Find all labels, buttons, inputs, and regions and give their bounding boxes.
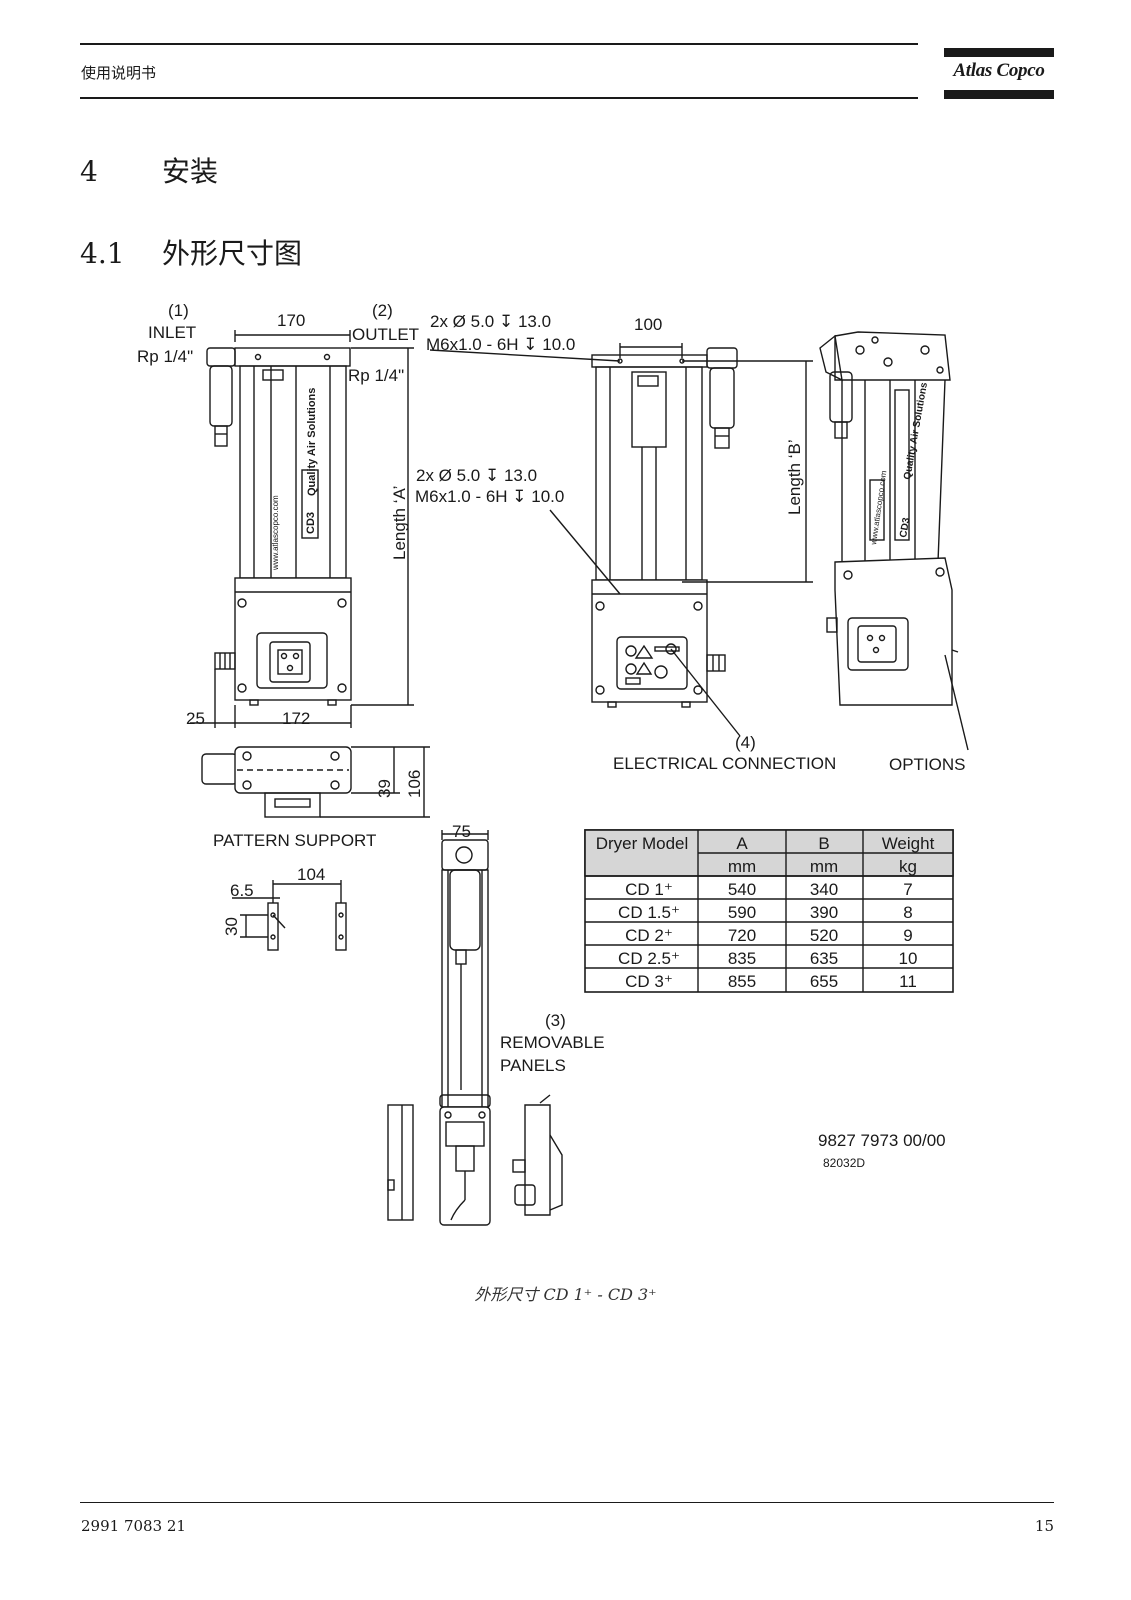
logo-text: Atlas Copco: [953, 60, 1045, 81]
table-cell: 635: [810, 949, 838, 968]
table-unit-b: mm: [810, 857, 838, 876]
header-rule-bottom: [80, 97, 918, 99]
table-header-b: B: [818, 834, 829, 853]
footer-doc-number: 2991 7083 21: [81, 1517, 186, 1535]
electrical-number: (4): [735, 733, 756, 752]
iso-lettering-1: Quality Air Solutions: [902, 381, 930, 480]
dim-75: 75: [452, 822, 471, 841]
table-unit-a: mm: [728, 857, 756, 876]
table-cell: 855: [728, 972, 756, 991]
table-row: CD 1⁺: [625, 880, 673, 899]
table-cell: 11: [899, 972, 917, 991]
outlet-label: OUTLET: [352, 325, 419, 344]
dim-25: 25: [186, 709, 205, 728]
subsection-number: 4.1: [80, 237, 125, 270]
section-heading: 4 安装: [80, 150, 218, 190]
length-a-label: Length ‘A’: [390, 486, 409, 560]
dimensions-table: Dryer Model A B Weight mm mm kg CD 1⁺ 54…: [584, 829, 954, 993]
pattern-support-label: PATTERN SUPPORT: [213, 831, 376, 850]
dim-104: 104: [297, 865, 325, 884]
table-cell: 390: [810, 903, 838, 922]
table-row: CD 2.5⁺: [618, 949, 680, 968]
table-cell: 10: [899, 949, 918, 968]
dim-172: 172: [282, 709, 310, 728]
table-header-model: Dryer Model: [596, 834, 689, 853]
unit-lettering-3: www.atlascopco.com: [271, 495, 280, 571]
iso-lettering-3: www.atlascopco.com: [869, 470, 888, 547]
hole-spec-top-2: M6x1.0 - 6H ↧ 10.0: [426, 335, 575, 354]
dim-39: 39: [375, 779, 394, 798]
atlas-copco-logo: Atlas Copco: [944, 48, 1054, 102]
inlet-number: (1): [168, 301, 189, 320]
section-title: 安装: [162, 155, 219, 188]
inlet-thread: Rp 1/4": [137, 347, 193, 366]
drawing-doc-number: 9827 7973 00/00: [818, 1131, 946, 1150]
table-unit-weight: kg: [899, 857, 917, 876]
table-row: CD 2⁺: [625, 926, 673, 945]
table-row: CD 3⁺: [625, 972, 673, 991]
footer-page-number: 15: [1034, 1517, 1054, 1535]
dim-170: 170: [277, 311, 305, 330]
table-cell: 340: [810, 880, 838, 899]
hole-spec-top-1: 2x Ø 5.0 ↧ 13.0: [430, 312, 551, 331]
table-cell: 7: [903, 880, 912, 899]
dimension-drawing: Quality Air Solutions CD3 www.atlascopco…: [137, 301, 969, 1226]
dim-6-5: 6.5: [230, 881, 254, 900]
table-cell: 655: [810, 972, 838, 991]
length-b-label: Length ‘B’: [785, 439, 804, 515]
dim-30: 30: [222, 917, 241, 936]
drawing-code: 82032D: [823, 1156, 865, 1170]
table-header-weight: Weight: [882, 834, 935, 853]
table-row: CD 1.5⁺: [618, 903, 680, 922]
table-cell: 720: [728, 926, 756, 945]
unit-lettering-1: Quality Air Solutions: [306, 388, 318, 496]
electrical-connection-label: ELECTRICAL CONNECTION: [613, 754, 836, 773]
removable-number: (3): [545, 1011, 566, 1030]
dim-100: 100: [634, 315, 662, 334]
table-cell: 8: [903, 903, 912, 922]
table-cell: 520: [810, 926, 838, 945]
section-number: 4: [80, 155, 98, 188]
iso-lettering-2: CD3: [898, 516, 912, 538]
table-cell: 590: [728, 903, 756, 922]
table-cell: 9: [903, 926, 912, 945]
subsection-title: 外形尺寸图: [162, 237, 303, 270]
unit-lettering-2: CD3: [305, 512, 317, 534]
removable-label-2: PANELS: [500, 1056, 566, 1075]
removable-label-1: REMOVABLE: [500, 1033, 605, 1052]
table-header-a: A: [736, 834, 748, 853]
figure-caption: 外形尺寸 CD 1⁺ - CD 3⁺: [474, 1285, 657, 1304]
header-title: 使用说明书: [81, 64, 157, 82]
subsection-heading: 4.1 外形尺寸图: [80, 232, 302, 272]
footer-rule: [80, 1502, 1054, 1503]
options-label: OPTIONS: [889, 755, 966, 774]
table-cell: 540: [728, 880, 756, 899]
inlet-label: INLET: [148, 323, 196, 342]
outlet-number: (2): [372, 301, 393, 320]
outlet-thread: Rp 1/4": [348, 366, 404, 385]
table-cell: 835: [728, 949, 756, 968]
hole-spec-mid-1: 2x Ø 5.0 ↧ 13.0: [416, 466, 537, 485]
hole-spec-mid-2: M6x1.0 - 6H ↧ 10.0: [415, 487, 564, 506]
header-rule-top: [80, 43, 918, 45]
dim-106: 106: [405, 770, 424, 798]
